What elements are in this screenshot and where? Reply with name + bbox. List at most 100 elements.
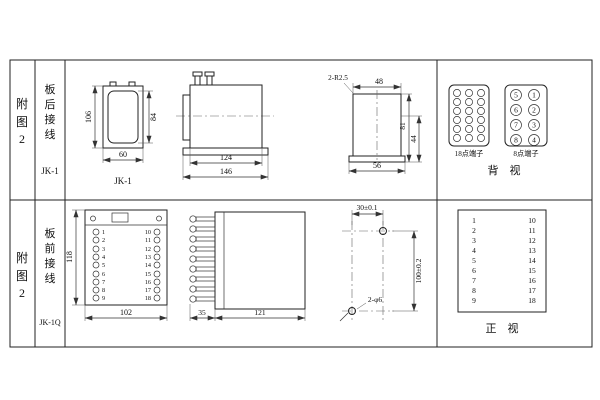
- model-label: JK-1: [41, 166, 59, 176]
- terminal-number: 1: [102, 229, 105, 236]
- terminal-number: 8: [102, 287, 105, 294]
- rear-view-caption: 背 视: [488, 163, 521, 177]
- model-label: JK-1Q: [39, 318, 61, 327]
- terminal-number: 8: [514, 136, 518, 145]
- front-view-caption: JK-1: [114, 176, 132, 186]
- terminal-number: 1: [532, 91, 536, 100]
- panel-left-numbers: 1 2 3 4 5 6 7 8 9: [472, 216, 476, 305]
- group18-label: 18点端子: [455, 149, 484, 158]
- terminal-pins: [189, 215, 216, 303]
- terminal-number: 7: [472, 276, 476, 285]
- terminal-number: 8: [472, 286, 476, 295]
- dim-top: 48: [375, 77, 383, 86]
- dim-hole-offset: 30±0.1: [357, 203, 378, 212]
- row1-wiring-column: 板 后 接 线 JK-1: [41, 82, 59, 176]
- terminal-number: 4: [102, 254, 105, 261]
- wiring-char: 前: [45, 241, 56, 255]
- front-view-caption: 正 视: [486, 321, 519, 335]
- terminal-number: 3: [532, 121, 536, 130]
- mounting-hole: [348, 307, 356, 315]
- terminal-number: 14: [145, 262, 151, 269]
- terminal-number: 6: [102, 271, 105, 278]
- terminal-number: 9: [102, 295, 105, 302]
- terminal-number: 11: [145, 237, 151, 244]
- terminal-grid-18: [453, 89, 485, 142]
- row2-front-panel: 1 2 3 4 5 6 7 8 9 10 11 12 13 14 15 16 1…: [457, 209, 547, 335]
- terminal-number: 17: [528, 286, 536, 295]
- hole-diameter-label: 2-φ6: [368, 295, 383, 304]
- terminal-number: 2: [102, 237, 105, 244]
- terminal-number: 14: [528, 256, 536, 265]
- terminal-number: 18: [528, 296, 536, 305]
- terminal-number: 12: [528, 236, 536, 245]
- right-terminal-column: 10 11 12 13 14 15 16 17 18: [145, 228, 161, 302]
- mounting-hole: [379, 227, 387, 235]
- terminal-number: 16: [528, 276, 536, 285]
- terminal-number: 15: [145, 271, 151, 278]
- dim-height-outer: 106: [84, 111, 93, 123]
- dim-body-depth: 121: [254, 308, 266, 317]
- terminal-number: 5: [472, 256, 476, 265]
- left-terminal-column: 1 2 3 4 5 6 7 8 9: [92, 228, 105, 302]
- fig-char: 2: [19, 286, 25, 300]
- dim-width: 60: [119, 150, 127, 159]
- wiring-char: 板: [45, 82, 56, 96]
- dim-height: 118: [65, 251, 74, 263]
- row2-mounting-plate: 30±0.1 100±0.2 2-φ6: [339, 203, 423, 322]
- terminal-number: 13: [145, 254, 151, 261]
- fig-char: 附: [16, 97, 28, 111]
- terminal-number: 2: [472, 226, 476, 235]
- dim-hole-spacing: 100±0.2: [414, 258, 423, 283]
- wiring-char: 接: [45, 257, 56, 270]
- row2-side-view: 35 121: [189, 211, 306, 321]
- terminal-number: 6: [514, 106, 518, 115]
- table-grid: [9, 59, 593, 348]
- dim-right-a: 81: [398, 122, 407, 130]
- wiring-char: 板: [45, 226, 56, 240]
- terminal-number: 17: [145, 287, 151, 294]
- fig-char: 图: [16, 269, 28, 283]
- terminal-number: 10: [145, 229, 151, 236]
- dim-pin-depth: 35: [198, 308, 206, 317]
- row2-fig-column: 附 图 2: [16, 251, 28, 300]
- fig-char: 附: [16, 251, 28, 265]
- terminal-number: 18: [145, 295, 151, 302]
- row2-wiring-column: 板 前 接 线 JK-1Q: [39, 226, 61, 327]
- terminal-number: 11: [528, 226, 535, 235]
- dim-height-inner: 84: [149, 113, 158, 121]
- row2-front-view: 1 2 3 4 5 6 7 8 9 10 11 12 13 14 15 16 1…: [65, 209, 168, 321]
- fig-char: 图: [16, 115, 28, 129]
- terminal-number: 9: [472, 296, 476, 305]
- terminal-number: 10: [528, 216, 536, 225]
- terminal-number: 16: [145, 279, 151, 286]
- wiring-char: 接: [45, 113, 56, 126]
- row1-front-view: 106 84 60 JK-1: [84, 81, 158, 186]
- terminal-number: 13: [528, 246, 536, 255]
- wiring-char: 线: [45, 271, 56, 285]
- dim-bottom: 56: [373, 161, 381, 170]
- terminal-number: 7: [514, 121, 518, 130]
- terminal-number: 4: [532, 136, 536, 145]
- terminal-number: 15: [528, 266, 536, 275]
- row1-fig-column: 附 图 2: [16, 97, 28, 146]
- terminal-number: 5: [514, 91, 518, 100]
- dim-width: 102: [120, 308, 132, 317]
- terminal-number: 1: [472, 216, 476, 225]
- fig-char: 2: [19, 132, 25, 146]
- panel-right-numbers: 10 11 12 13 14 15 16 17 18: [528, 216, 536, 305]
- row1-detail-view: 2-R2.5 48 56 81 44: [328, 74, 422, 174]
- wiring-char: 线: [45, 127, 56, 141]
- terminal-number: 2: [532, 106, 536, 115]
- group8-label: 8点端子: [513, 149, 538, 158]
- row1-side-view: 124 146: [176, 71, 274, 180]
- terminal-number: 12: [145, 246, 151, 253]
- wiring-char: 后: [45, 98, 56, 111]
- terminal-number: 6: [472, 266, 476, 275]
- terminal-number: 4: [472, 246, 476, 255]
- dim-right-b: 44: [409, 135, 418, 143]
- terminal-number: 3: [472, 236, 476, 245]
- terminal-grid-8: 5 1 6 2 7 3 8 4: [510, 89, 540, 146]
- dim-depth-outer: 146: [220, 167, 232, 176]
